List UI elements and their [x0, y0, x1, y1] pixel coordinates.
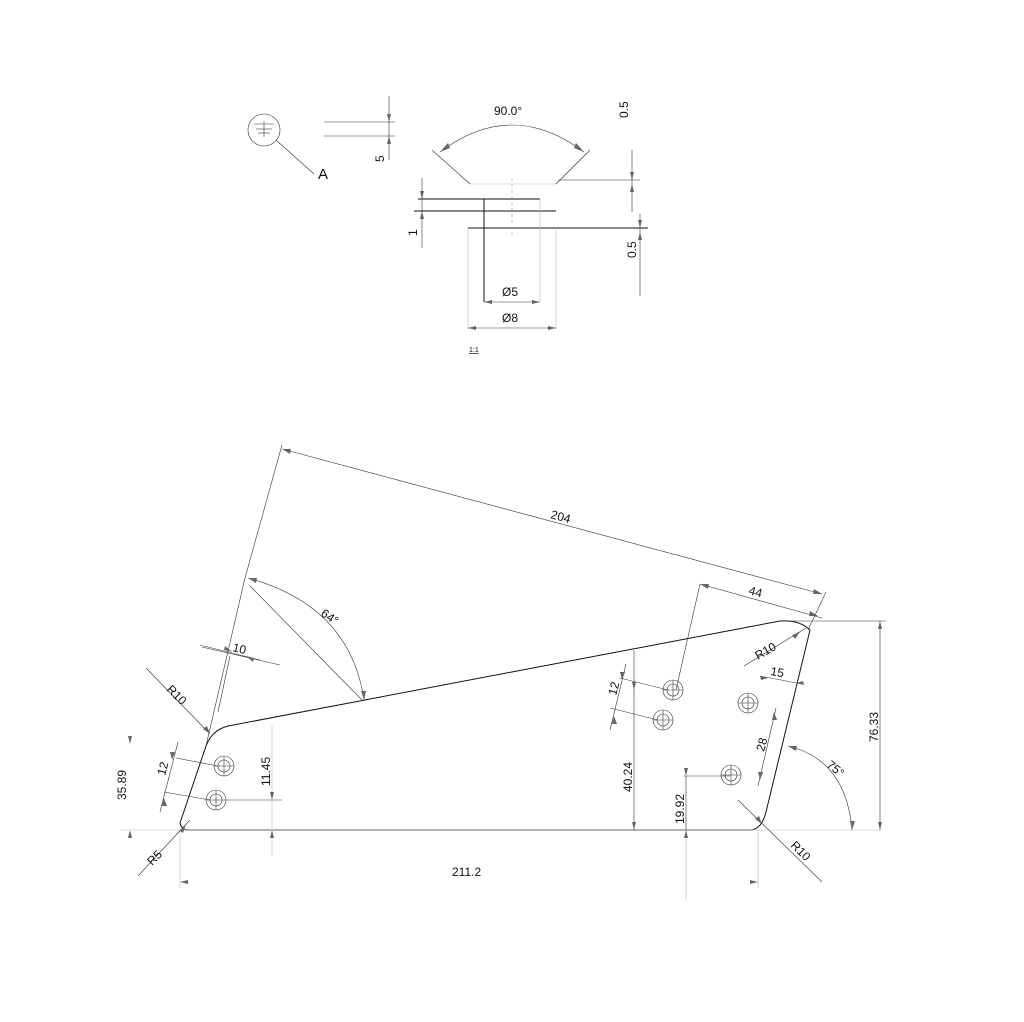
- dim-depth: 5: [324, 96, 395, 162]
- dim-hole-pitch-left: 12: [154, 741, 219, 813]
- detail-callout: A: [247, 113, 328, 183]
- dim-inner-diameter: Ø5: [484, 285, 540, 304]
- dim-top-offset-label: 0.5: [617, 101, 631, 118]
- dim-angle-left: 64°: [247, 577, 366, 701]
- dim-height-19: 19.92: [673, 768, 688, 838]
- dim-slot-28-label: 28: [753, 736, 770, 753]
- callout-letter: A: [318, 166, 328, 183]
- dim-bottom-offset: 0.5: [625, 214, 642, 296]
- hole-right-a: [662, 679, 684, 701]
- dim-overall-right: 76.33: [867, 621, 882, 830]
- callout-circle: [247, 113, 281, 147]
- extension-lines: [120, 444, 886, 900]
- dim-base-length-label: 211.2: [452, 865, 481, 879]
- dim-top-length-label: 204: [549, 507, 572, 526]
- dim-depth-label: 5: [373, 155, 387, 162]
- hole-left-lower: [205, 789, 282, 811]
- dim-step: 1: [406, 178, 424, 248]
- dim-radius-bottom-left: R5: [137, 819, 191, 877]
- callout-leader: [275, 139, 315, 175]
- dim-angle-90: 90.0°: [439, 104, 585, 153]
- dim-hole-pitch-left-label: 12: [154, 760, 171, 777]
- dim-height-40: 40.24: [621, 650, 636, 830]
- dim-angle-right-label: 75°: [824, 758, 847, 781]
- detail-view: A 5 90.: [247, 96, 648, 354]
- dim-offset-15: 15: [759, 664, 804, 685]
- dim-radius-top-left: R10: [145, 667, 211, 735]
- dim-slot-width: 44: [699, 583, 823, 619]
- dim-offset-10-label: 10: [231, 640, 248, 657]
- dim-inner-diameter-label: Ø5: [502, 285, 518, 299]
- dim-angle-label: 90.0°: [494, 104, 522, 118]
- dim-radius-bottom-right-label: R10: [788, 838, 814, 864]
- hole-right-c: [737, 692, 759, 714]
- dim-radius-top-left-label: R10: [164, 682, 190, 708]
- dim-slot-28: 28: [753, 707, 777, 787]
- hole-right-d: [720, 764, 742, 786]
- dim-slot-width-label: 44: [747, 583, 764, 600]
- dim-outer-diameter-label: Ø8: [502, 311, 518, 325]
- dim-radius-bottom-right: R10: [737, 799, 823, 883]
- dim-offset-10: 10: [199, 640, 261, 662]
- dim-radius-top-right-label: R10: [753, 639, 779, 662]
- dim-top-offset: 0.5: [558, 101, 640, 212]
- dim-bottom-offset-label: 0.5: [625, 241, 639, 258]
- dim-angle-right: 75°: [787, 745, 855, 831]
- detail-scale: 1:1: [469, 347, 479, 354]
- dim-overall-right-label: 76.33: [867, 712, 881, 742]
- plate-outline: [179, 620, 811, 831]
- dim-height-19-label: 19.92: [673, 794, 687, 824]
- dim-height-40-label: 40.24: [621, 762, 635, 792]
- dim-height-left-label: 11.45: [259, 757, 273, 786]
- dim-hole-pitch-right-label: 12: [605, 680, 622, 697]
- dim-height-left: 11.45: [259, 757, 274, 838]
- dim-radius-top-right: R10: [743, 627, 807, 667]
- hole-right-b: [652, 709, 674, 731]
- dim-top-length: 204: [281, 448, 823, 595]
- dim-angle-left-label: 64°: [318, 606, 341, 628]
- dim-outer-diameter: Ø8: [468, 311, 556, 330]
- dim-overall-left-label: 35.89: [115, 770, 129, 800]
- dim-step-label: 1: [406, 229, 420, 236]
- plate-view: 204 44 64° 10 R10: [115, 444, 886, 900]
- countersink-profile: [414, 149, 648, 330]
- dim-base-length: 211.2: [180, 865, 758, 884]
- holes: [205, 679, 759, 811]
- dim-offset-15-label: 15: [769, 664, 785, 680]
- dim-overall-left: 35.89: [115, 736, 132, 838]
